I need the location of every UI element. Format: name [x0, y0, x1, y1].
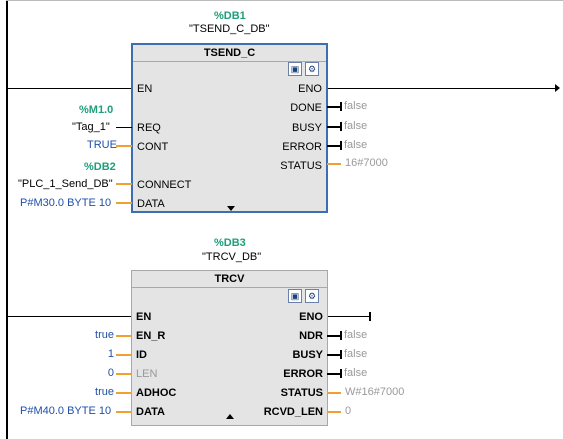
- db1-name: "TSEND_C_DB": [189, 23, 270, 35]
- error-wire-end: [340, 141, 342, 150]
- db3-tag: %DB3: [214, 237, 246, 249]
- tsend-data-value[interactable]: P#M30.0 BYTE 10: [20, 197, 112, 209]
- busy-wire-end: [340, 122, 342, 131]
- block-monitor-icon[interactable]: ⚙: [305, 289, 319, 303]
- trcv-busy-value: false: [344, 348, 368, 360]
- status-value: 16#7000: [345, 157, 388, 169]
- trcv-out-ndr: NDR: [299, 330, 323, 342]
- tsend-out-done: DONE: [290, 102, 322, 114]
- n1-eno-arrow: [555, 84, 560, 92]
- trcv-busy-wire: [327, 354, 341, 356]
- tsend-in-en: EN: [137, 83, 153, 95]
- done-value: false: [344, 100, 368, 112]
- trcv-error-wire: [327, 373, 341, 375]
- id-wire: [116, 354, 132, 356]
- trcv-data-value[interactable]: P#M40.0 BYTE 10: [20, 405, 112, 417]
- tsend-c-title: TSEND_C: [203, 47, 256, 59]
- db1-tag: %DB1: [214, 10, 246, 22]
- trcv-out-error: ERROR: [283, 368, 323, 380]
- ndr-value: false: [344, 329, 368, 341]
- tsend-in-data: DATA: [137, 198, 165, 210]
- status-wire: [327, 163, 341, 165]
- tsend-c-header-divider: [133, 61, 326, 62]
- rcvd-len-value: 0: [345, 405, 352, 417]
- len-value[interactable]: 0: [107, 367, 114, 379]
- tsend-out-status: STATUS: [280, 160, 322, 172]
- trcv-in-adhoc: ADHOC: [136, 387, 177, 399]
- tsend-in-connect: CONNECT: [137, 179, 192, 191]
- trcv-busy-wire-end: [340, 350, 342, 359]
- trcv-out-eno: ENO: [299, 311, 323, 323]
- trcv-out-status: STATUS: [280, 387, 323, 399]
- top-border: [6, 0, 563, 1]
- trcv-in-len: LEN: [136, 368, 158, 380]
- trcv-out-busy: BUSY: [292, 349, 323, 361]
- n1-eno-wire: [327, 88, 557, 89]
- tsend-in-cont: CONT: [137, 141, 169, 153]
- trcv-data-wire: [116, 411, 132, 413]
- tsend-data-wire: [116, 202, 132, 204]
- trcv-error-value: false: [344, 367, 368, 379]
- len-wire: [116, 373, 132, 375]
- trcv-in-data: DATA: [136, 406, 165, 418]
- rcvd-len-wire: [327, 411, 341, 413]
- trcv-in-id: ID: [136, 349, 147, 361]
- tsend-c-block[interactable]: TSEND_C ▣ ⚙ EN REQ CONT CONNECT DATA ENO…: [131, 43, 328, 213]
- n2-eno-wire: [327, 316, 369, 317]
- cont-value[interactable]: TRUE: [87, 139, 117, 151]
- trcv-block[interactable]: TRCV ▣ ⚙ EN EN_R ID LEN ADHOC DATA ENO N…: [131, 270, 328, 426]
- connect-tag: %DB2: [84, 161, 116, 173]
- block-online-icon[interactable]: ▣: [288, 62, 302, 76]
- error-wire: [327, 145, 341, 147]
- trcv-error-wire-end: [340, 369, 342, 378]
- en-r-value[interactable]: true: [95, 329, 114, 341]
- trcv-collapse-icon[interactable]: [226, 414, 234, 419]
- done-wire: [327, 106, 341, 108]
- adhoc-value[interactable]: true: [95, 386, 114, 398]
- busy-wire: [327, 126, 341, 128]
- tsend-expand-icon[interactable]: [227, 206, 235, 211]
- n1-en-wire: [8, 88, 132, 89]
- tsend-out-busy: BUSY: [292, 122, 322, 134]
- done-wire-end: [340, 102, 342, 111]
- trcv-header-divider: [132, 287, 327, 288]
- req-wire: [116, 127, 132, 128]
- trcv-status-value: W#16#7000: [345, 386, 405, 398]
- ndr-wire-end: [340, 331, 342, 340]
- cont-wire: [116, 145, 132, 147]
- adhoc-wire: [116, 392, 132, 394]
- n2-eno-wire-end: [369, 312, 371, 321]
- block-monitor-icon[interactable]: ⚙: [305, 62, 319, 76]
- error-value: false: [344, 139, 368, 151]
- tsend-in-req: REQ: [137, 122, 161, 134]
- busy-value: false: [344, 120, 368, 132]
- trcv-status-wire: [327, 392, 341, 394]
- connect-wire: [116, 183, 132, 185]
- db3-name: "TRCV_DB": [202, 251, 262, 263]
- tsend-out-error: ERROR: [282, 141, 322, 153]
- req-tag: %M1.0: [79, 104, 114, 116]
- power-rail: [6, 0, 8, 439]
- id-value[interactable]: 1: [107, 348, 114, 360]
- tsend-out-eno: ENO: [298, 83, 322, 95]
- trcv-in-en: EN: [136, 311, 152, 323]
- ndr-wire: [327, 335, 341, 337]
- n2-en-wire: [8, 316, 132, 317]
- trcv-title: TRCV: [214, 273, 245, 285]
- en-r-wire: [116, 335, 132, 337]
- block-online-icon[interactable]: ▣: [288, 289, 302, 303]
- connect-name[interactable]: "PLC_1_Send_DB": [18, 178, 113, 190]
- req-name[interactable]: "Tag_1": [72, 121, 110, 133]
- trcv-out-rcvd-len: RCVD_LEN: [263, 406, 323, 418]
- trcv-in-en-r: EN_R: [136, 330, 166, 342]
